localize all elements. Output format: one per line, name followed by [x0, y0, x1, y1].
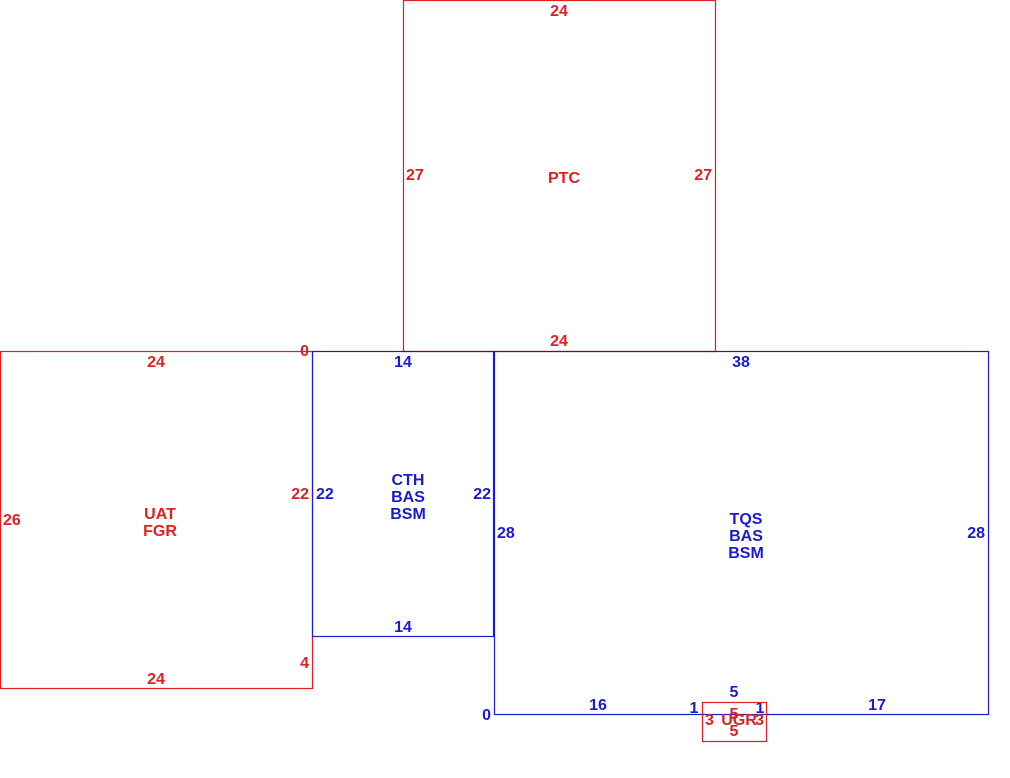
room-ptc-label: PTC — [548, 170, 580, 187]
room-tqs-bas-bsm-dim-right: 28 — [967, 525, 985, 542]
room-tqs-bas-bsm-label-line2: BAS — [729, 528, 763, 545]
room-cth-bas-bsm-dim-right: 22 — [473, 486, 491, 503]
room-ptc-dim-bottom: 24 — [550, 333, 568, 350]
room-ugr-outline — [701, 701, 768, 743]
room-uat-fgr-dim-right-bottom: 4 — [300, 655, 309, 672]
room-cth-bas-bsm-dim-bottom: 14 — [394, 619, 412, 636]
room-cth-bas-bsm-dim-left: 22 — [316, 486, 334, 503]
room-cth-bas-bsm-label-line1: CTH — [392, 472, 425, 489]
room-uat-fgr: UAT FGR 24 24 26 22 0 4 — [0, 343, 314, 690]
room-ptc-dim-right: 27 — [694, 167, 712, 184]
room-uat-fgr-dim-right-top: 0 — [300, 343, 309, 360]
room-ptc: PTC 24 24 27 27 — [402, 0, 717, 353]
room-tqs-bas-bsm-dim-bottom-left: 16 — [589, 697, 607, 714]
room-cth-bas-bsm-label-line3: BSM — [390, 506, 426, 523]
room-ugr-dim-bottom: 5 — [730, 723, 739, 740]
room-tqs-bas-bsm-dim-top: 38 — [732, 354, 750, 371]
room-cth-bas-bsm-dim-top: 14 — [394, 354, 412, 371]
room-ugr-dim-right: 3 — [755, 712, 764, 729]
room-tqs-bas-bsm-label-line3: BSM — [728, 545, 764, 562]
room-tqs-bas-bsm-dim-notch-left: 1 — [690, 700, 699, 717]
room-uat-fgr-dim-left: 26 — [3, 512, 21, 529]
room-uat-fgr-label-line1: UAT — [144, 506, 176, 523]
room-uat-fgr-dim-bottom: 24 — [147, 671, 165, 688]
room-ptc-dim-top: 24 — [550, 3, 568, 20]
room-cth-bas-bsm-outline — [311, 350, 495, 638]
room-uat-fgr-dim-top: 24 — [147, 354, 165, 371]
room-ugr: UGR 5 5 3 3 — [701, 701, 768, 743]
room-cth-bas-bsm-label-line2: BAS — [391, 489, 425, 506]
room-tqs-bas-bsm: TQS BAS BSM 38 28 28 0 16 17 1 1 5 — [482, 350, 990, 724]
room-uat-fgr-dim-right: 22 — [291, 486, 309, 503]
room-ugr-label: UGR — [721, 712, 757, 729]
room-tqs-bas-bsm-dim-left-bottom: 0 — [482, 707, 491, 724]
room-uat-fgr-label-line2: FGR — [143, 523, 177, 540]
room-tqs-bas-bsm-dim-bottom-right: 17 — [868, 697, 886, 714]
room-tqs-bas-bsm-dim-notch-right: 1 — [756, 700, 765, 717]
room-ugr-dim-top: 5 — [730, 706, 739, 723]
room-tqs-bas-bsm-outline — [493, 350, 990, 716]
room-cth-bas-bsm: CTH BAS BSM 14 14 22 22 — [311, 350, 495, 638]
room-tqs-bas-bsm-label-line1: TQS — [730, 511, 763, 528]
room-tqs-bas-bsm-dim-left: 28 — [497, 525, 515, 542]
room-ptc-dim-left: 27 — [406, 167, 424, 184]
room-ugr-dim-left: 3 — [705, 712, 714, 729]
room-tqs-bas-bsm-dim-notch-top: 5 — [730, 684, 739, 701]
